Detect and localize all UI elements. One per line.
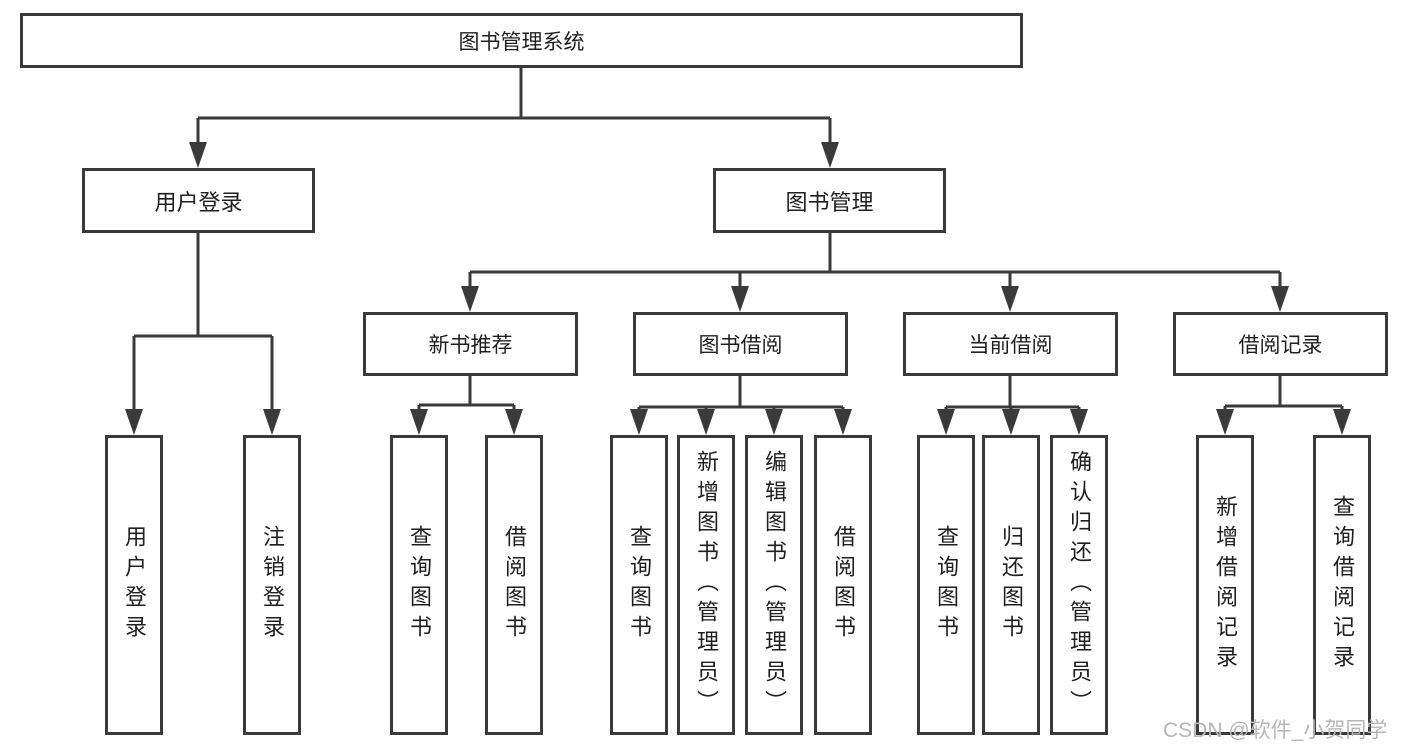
leaf-logout: 注销登录 xyxy=(243,435,301,735)
arrowhead xyxy=(125,409,143,435)
leaf-current-return-books: 归还图书 xyxy=(982,435,1040,735)
leaf-records-query-record: 查询借阅记录 xyxy=(1313,435,1371,735)
leaf-borrow-borrow-books: 借阅图书 xyxy=(814,435,872,735)
leaf-borrow-edit-books-admin: 编辑图书（管理员） xyxy=(745,435,803,735)
leaf-borrow-query-books-label: 查询图书 xyxy=(627,525,652,645)
node-book-management: 图书管理 xyxy=(713,168,946,233)
connector-user-login xyxy=(125,233,281,435)
leaf-logout-label: 注销登录 xyxy=(260,525,285,645)
leaf-borrow-add-books-admin: 新增图书（管理员） xyxy=(677,435,735,735)
arrowhead xyxy=(263,409,281,435)
node-current-borrow-label: 当前借阅 xyxy=(968,334,1053,357)
arrowhead xyxy=(1333,409,1351,435)
arrowhead xyxy=(1070,409,1088,435)
leaf-borrow-edit-books-admin-label: 编辑图书（管理员） xyxy=(762,450,787,720)
leaf-newbooks-borrow-books: 借阅图书 xyxy=(485,435,543,735)
node-borrow-records-label: 借阅记录 xyxy=(1238,334,1323,357)
leaf-current-confirm-return-admin: 确认归还（管理员） xyxy=(1050,435,1108,735)
connector-borrow-records xyxy=(1216,376,1351,435)
arrowhead xyxy=(937,409,955,435)
arrowhead xyxy=(697,409,715,435)
leaf-newbooks-query-books: 查询图书 xyxy=(390,435,448,735)
leaf-user-login: 用户登录 xyxy=(105,435,163,735)
arrowhead xyxy=(821,142,839,168)
arrowhead xyxy=(1271,286,1289,312)
node-book-borrow-label: 图书借阅 xyxy=(698,334,783,357)
arrowhead xyxy=(410,409,428,435)
leaf-user-login-label: 用户登录 xyxy=(122,525,147,645)
connector-book-borrow xyxy=(630,376,852,435)
arrowhead xyxy=(505,409,523,435)
node-new-book-recommend-label: 新书推荐 xyxy=(428,334,513,357)
leaf-current-return-books-label: 归还图书 xyxy=(999,525,1024,645)
arrowhead xyxy=(765,409,783,435)
leaf-current-query-books: 查询图书 xyxy=(917,435,975,735)
leaf-records-add-record: 新增借阅记录 xyxy=(1196,435,1254,735)
connector-root xyxy=(189,68,839,168)
arrowhead xyxy=(461,286,479,312)
connector-book-management xyxy=(461,233,1289,312)
leaf-borrow-borrow-books-label: 借阅图书 xyxy=(831,525,856,645)
node-borrow-records: 借阅记录 xyxy=(1173,312,1388,376)
arrowhead xyxy=(1001,286,1019,312)
arrowhead xyxy=(630,409,648,435)
node-book-borrow: 图书借阅 xyxy=(633,312,848,376)
leaf-newbooks-borrow-books-label: 借阅图书 xyxy=(502,525,527,645)
leaf-borrow-add-books-admin-label: 新增图书（管理员） xyxy=(694,450,719,720)
leaf-borrow-query-books: 查询图书 xyxy=(610,435,668,735)
connector-current-borrow xyxy=(937,376,1088,435)
node-book-management-label: 图书管理 xyxy=(785,189,874,215)
node-root: 图书管理系统 xyxy=(20,13,1023,68)
node-user-login: 用户登录 xyxy=(82,168,315,233)
node-user-login-label: 用户登录 xyxy=(154,189,243,215)
arrowhead xyxy=(189,142,207,168)
csdn-watermark: CSDN @软件_小贺同学 xyxy=(1163,719,1388,742)
leaf-newbooks-query-books-label: 查询图书 xyxy=(407,525,432,645)
leaf-current-confirm-return-admin-label: 确认归还（管理员） xyxy=(1067,450,1092,720)
node-new-book-recommend: 新书推荐 xyxy=(363,312,578,376)
leaf-records-query-record-label: 查询借阅记录 xyxy=(1330,495,1355,675)
node-root-label: 图书管理系统 xyxy=(458,30,585,54)
arrowhead xyxy=(834,409,852,435)
arrowhead xyxy=(1216,409,1234,435)
connector-new-books xyxy=(410,376,523,435)
arrowhead xyxy=(731,286,749,312)
node-current-borrow: 当前借阅 xyxy=(903,312,1118,376)
leaf-records-add-record-label: 新增借阅记录 xyxy=(1213,495,1238,675)
arrowhead xyxy=(1002,409,1020,435)
leaf-current-query-books-label: 查询图书 xyxy=(934,525,959,645)
